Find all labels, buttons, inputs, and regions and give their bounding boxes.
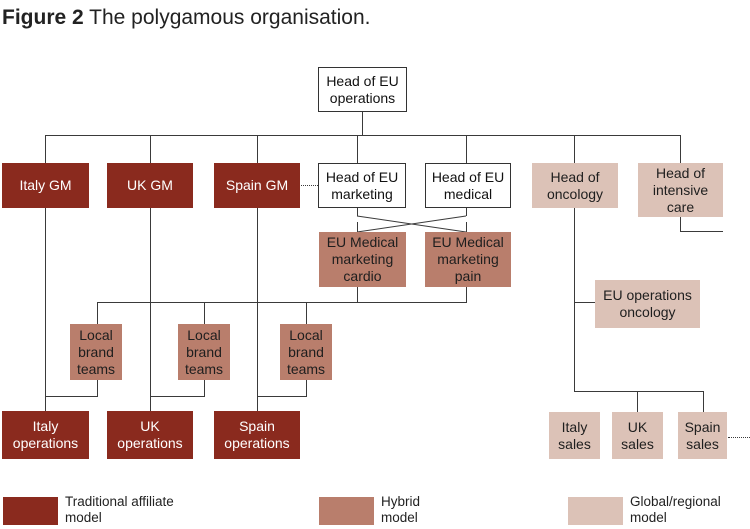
- connector-line: [97, 380, 98, 397]
- connector-line: [257, 396, 306, 397]
- local-brand-teams-node: Local brand teams: [280, 324, 332, 380]
- connector-line: [204, 380, 205, 397]
- connector-line: [357, 287, 358, 302]
- eu-medical-marketing-cardio-node: EU Medical marketing cardio: [319, 232, 406, 287]
- italy-operations-node: Italy operations: [2, 411, 89, 459]
- connector-line: [306, 302, 307, 324]
- figure-title: Figure 2 The polygamous organisation.: [2, 6, 371, 30]
- connector-line: [574, 391, 704, 392]
- connector-line: [150, 396, 204, 397]
- uk-sales-node: UK sales: [612, 412, 663, 459]
- legend-swatch-traditional: [3, 497, 58, 525]
- uk-gm-node: UK GM: [107, 163, 193, 208]
- dotted-connector: [299, 185, 318, 186]
- head-eu-operations-node: Head of EU operations: [318, 67, 407, 112]
- figure-label: Figure 2: [2, 6, 84, 29]
- local-brand-teams-node: Local brand teams: [70, 324, 122, 380]
- spain-operations-node: Spain operations: [214, 411, 300, 459]
- spain-gm-node: Spain GM: [214, 163, 300, 208]
- legend-label-hybrid: Hybrid model: [381, 494, 421, 525]
- figure-caption: The polygamous organisation.: [89, 6, 371, 29]
- cross-line: [356, 215, 467, 233]
- legend-swatch-hybrid: [319, 497, 374, 525]
- eu-medical-marketing-pain-node: EU Medical marketing pain: [425, 232, 511, 287]
- connector-line: [150, 135, 151, 163]
- eu-operations-oncology-node: EU operations oncology: [595, 280, 700, 328]
- connector-line: [637, 391, 638, 412]
- connector-line: [466, 222, 467, 232]
- connector-line: [97, 302, 467, 303]
- legend-swatch-global: [568, 497, 623, 525]
- connector-line: [306, 380, 307, 397]
- legend-label-traditional: Traditional affiliate model: [65, 494, 174, 525]
- dotted-connector: [728, 437, 750, 438]
- connector-line: [97, 302, 98, 324]
- connector-line: [357, 208, 358, 216]
- connector-line: [574, 135, 575, 163]
- connector-line: [680, 217, 681, 232]
- uk-operations-node: UK operations: [107, 411, 193, 459]
- connector-line: [574, 208, 575, 392]
- connector-line: [150, 208, 151, 411]
- legend-label-global: Global/regional model: [630, 494, 721, 525]
- connector-line: [680, 135, 681, 163]
- connector-line: [466, 135, 467, 163]
- connector-line: [45, 135, 46, 163]
- italy-sales-node: Italy sales: [549, 412, 600, 459]
- connector-line: [574, 302, 595, 303]
- connector-line: [703, 391, 704, 412]
- connector-line: [466, 287, 467, 302]
- head-eu-marketing-node: Head of EU marketing: [318, 163, 406, 208]
- connector-line: [45, 396, 97, 397]
- connector-line: [257, 135, 258, 163]
- connector-line: [362, 112, 363, 136]
- connector-line: [257, 208, 258, 411]
- head-oncology-node: Head of oncology: [532, 163, 618, 208]
- connector-line: [45, 135, 681, 136]
- connector-line: [680, 231, 723, 232]
- connector-line: [45, 208, 46, 411]
- connector-line: [204, 302, 205, 324]
- connector-line: [466, 208, 467, 216]
- italy-gm-node: Italy GM: [2, 163, 89, 208]
- head-intensive-care-node: Head of intensive care: [638, 163, 723, 217]
- connector-line: [357, 222, 358, 232]
- head-eu-medical-node: Head of EU medical: [425, 163, 511, 208]
- spain-sales-node: Spain sales: [678, 412, 727, 459]
- connector-line: [357, 135, 358, 163]
- local-brand-teams-node: Local brand teams: [178, 324, 230, 380]
